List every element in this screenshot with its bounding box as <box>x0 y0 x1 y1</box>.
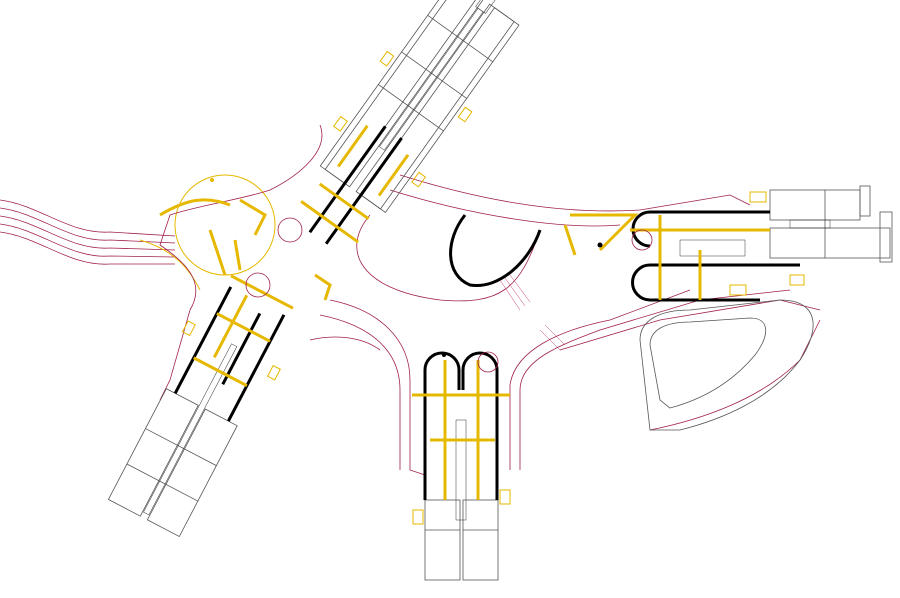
spiral-stair <box>245 272 271 298</box>
central-features <box>159 178 653 373</box>
approach-paths <box>0 174 276 291</box>
stair <box>455 419 467 521</box>
wing-south <box>412 351 511 581</box>
loop-island <box>649 317 767 409</box>
curved-wall <box>449 214 542 288</box>
spiral-stair <box>631 229 653 251</box>
spiral-stair <box>277 217 303 243</box>
spiral-stair <box>477 351 499 373</box>
wing-south-west <box>107 274 294 538</box>
wing-east <box>630 185 893 302</box>
wing-north-east <box>300 0 520 245</box>
plaza-outline <box>159 124 821 476</box>
